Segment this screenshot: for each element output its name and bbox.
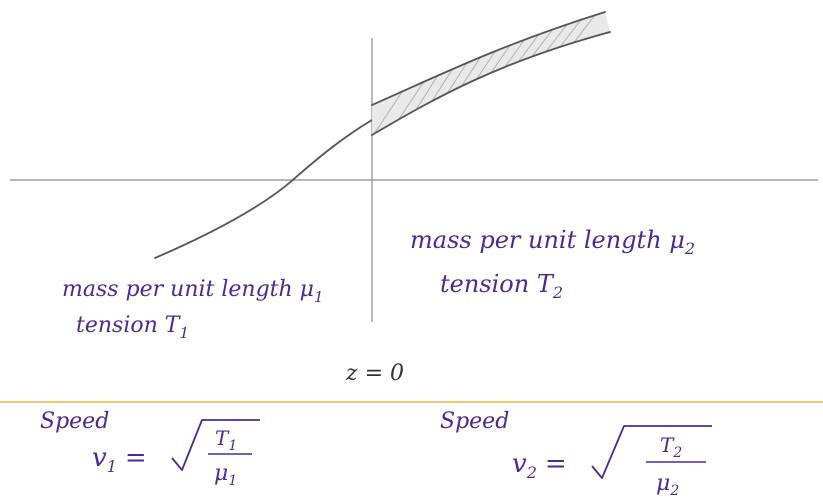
right-string-fill — [372, 12, 610, 135]
right-speed-equation: Speed v2= T2 μ2 — [440, 409, 712, 499]
right-mass-label: mass per unit length μ2 — [410, 226, 695, 258]
left-string — [154, 119, 373, 259]
right-string-bottom-edge — [371, 31, 611, 136]
right-denominator: μ2 — [656, 471, 679, 499]
left-speed-equation: Speed v1= T1 μ1 — [40, 409, 260, 489]
right-speed-word: Speed — [440, 409, 509, 434]
left-speed-word: Speed — [40, 409, 109, 434]
left-mass-label: mass per unit length μ1 — [62, 277, 324, 306]
left-denominator: μ1 — [214, 461, 237, 489]
right-speed-lhs: v2= — [512, 449, 567, 482]
right-numerator: T2 — [660, 433, 682, 461]
left-tension-label: tension T1 — [76, 313, 189, 342]
left-numerator: T1 — [215, 426, 237, 454]
right-string — [371, 11, 611, 136]
left-sqrt-sign — [171, 419, 260, 471]
right-string-top-edge — [371, 11, 606, 106]
boundary-label: z = 0 — [345, 361, 404, 386]
right-tension-label: tension T2 — [440, 270, 563, 302]
right-sqrt-sign — [591, 425, 712, 479]
left-speed-lhs: v1= — [92, 443, 147, 476]
